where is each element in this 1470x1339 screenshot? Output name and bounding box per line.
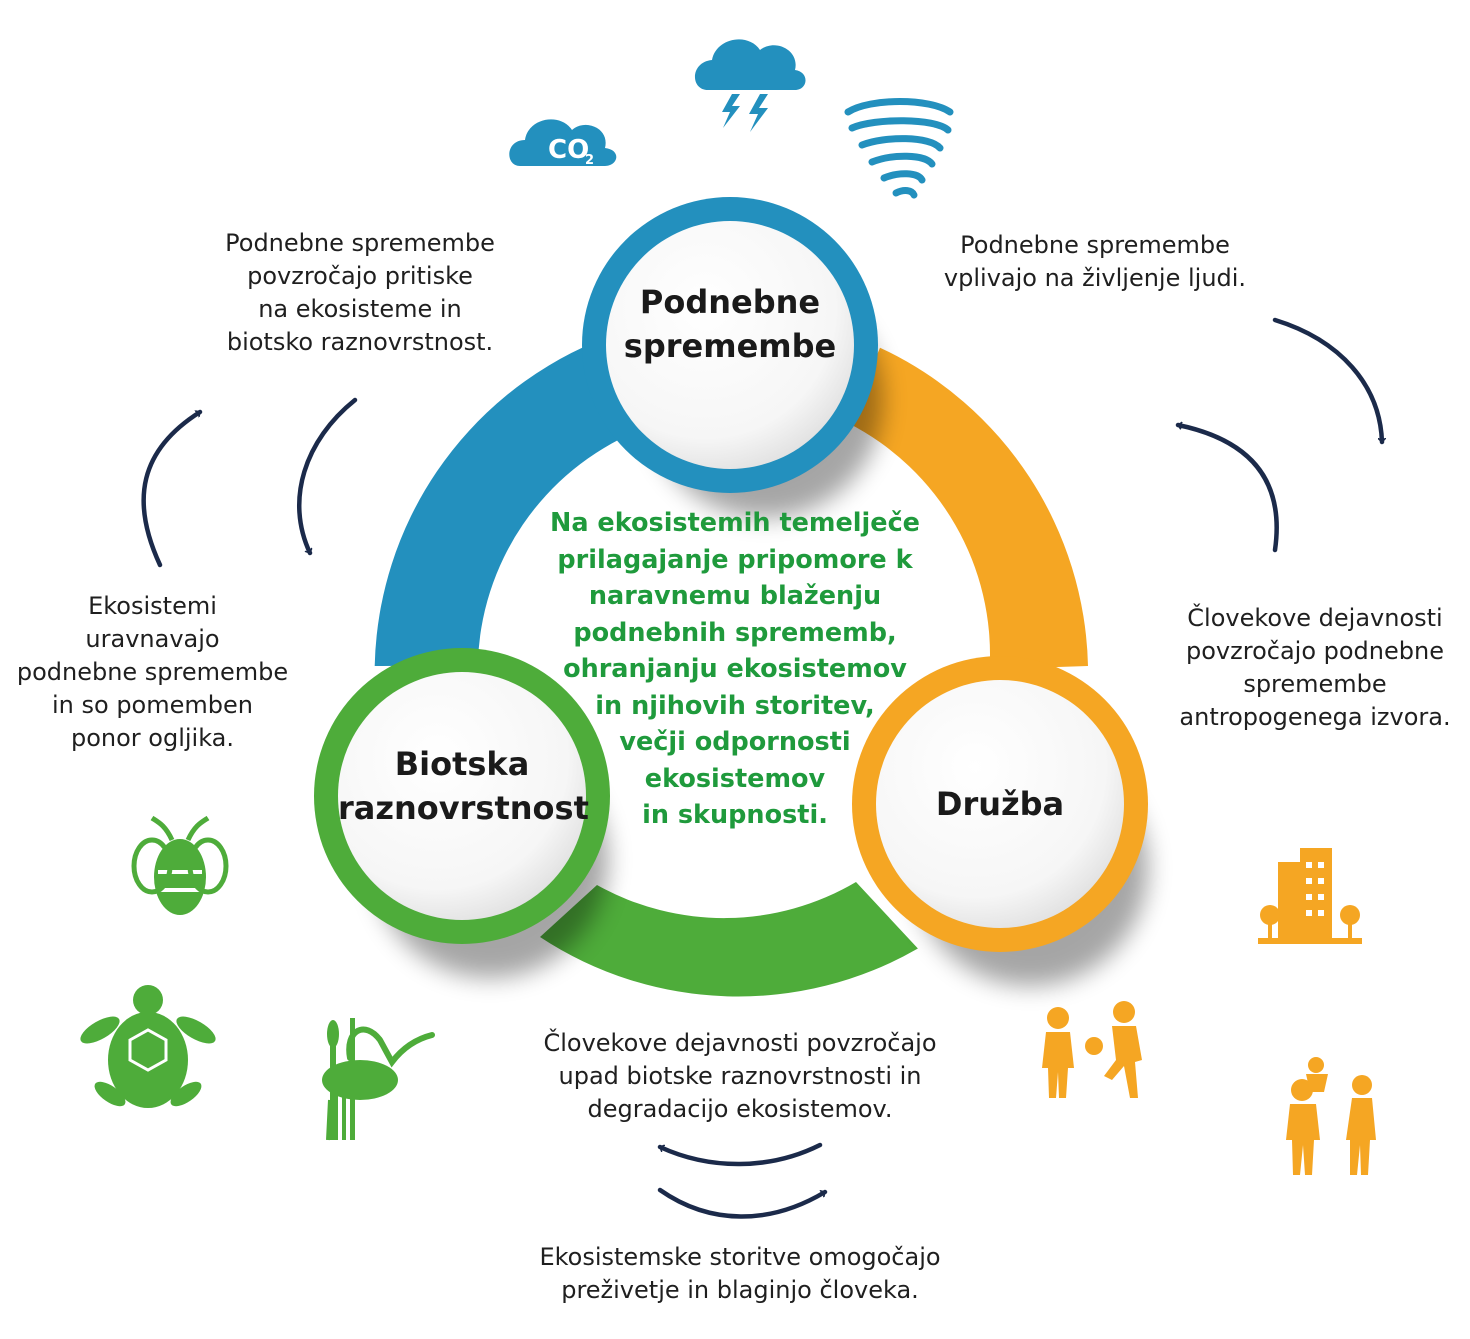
ring-segment-society: [848, 347, 1088, 670]
co2-cloud-icon: CO 2: [509, 119, 617, 168]
annotation-ecosystem-services: Ekosistemske storitve omogočajo preživet…: [539, 1243, 941, 1304]
tornado-icon: [844, 98, 954, 199]
arrow-climate-to-people: [1272, 317, 1382, 445]
turtle-icon: [80, 985, 216, 1108]
annotation-ecosystems-to-climate: Ekosistemi uravnavajo podnebne spremembe…: [16, 592, 289, 752]
co2-label: CO: [548, 135, 589, 165]
node-label-biodiversity: Biotska raznovrstnost: [338, 745, 589, 827]
ring-segment-climate: [374, 342, 637, 666]
node-climate: [582, 197, 883, 518]
arrow-climate-to-ecosystems: [296, 397, 358, 556]
arrow-ecosystems-to-climate: [141, 409, 203, 568]
node-label-society: Družba: [935, 785, 1065, 823]
heron-icon: [322, 1018, 435, 1141]
co2-subscript: 2: [585, 153, 594, 168]
arrow-people-to-biodiversity: [657, 1142, 823, 1167]
storm-cloud-icon: [694, 39, 806, 132]
family-icon: [1286, 1057, 1376, 1175]
node-label-climate: Podnebne spremembe: [623, 283, 837, 365]
node-society: [852, 656, 1148, 986]
annotation-climate-to-ecosystems: Podnebne spremembe povzročajo pritiske n…: [225, 229, 495, 356]
annotation-climate-to-people: Podnebne spremembe vplivajo na življenje…: [943, 231, 1247, 292]
node-biodiversity: [314, 648, 610, 978]
arrow-people-to-climate: [1175, 425, 1279, 553]
children-playing-icon: [1042, 1001, 1142, 1098]
bee-icon: [131, 815, 229, 915]
annotation-people-to-climate: Človekove dejavnosti povzročajo podnebne…: [1179, 604, 1451, 731]
ring-segment-biodiversity: [540, 882, 918, 997]
arrow-ecosystem-services: [657, 1187, 828, 1219]
annotation-people-to-biodiversity: Človekove dejavnosti povzročajo upad bio…: [543, 1029, 937, 1123]
center-statement: Na ekosistemih temelječe prilagajanje pr…: [550, 508, 920, 830]
buildings-icon: [1258, 848, 1362, 944]
cycle-ring: [374, 342, 1088, 997]
arrows: [141, 317, 1382, 1219]
